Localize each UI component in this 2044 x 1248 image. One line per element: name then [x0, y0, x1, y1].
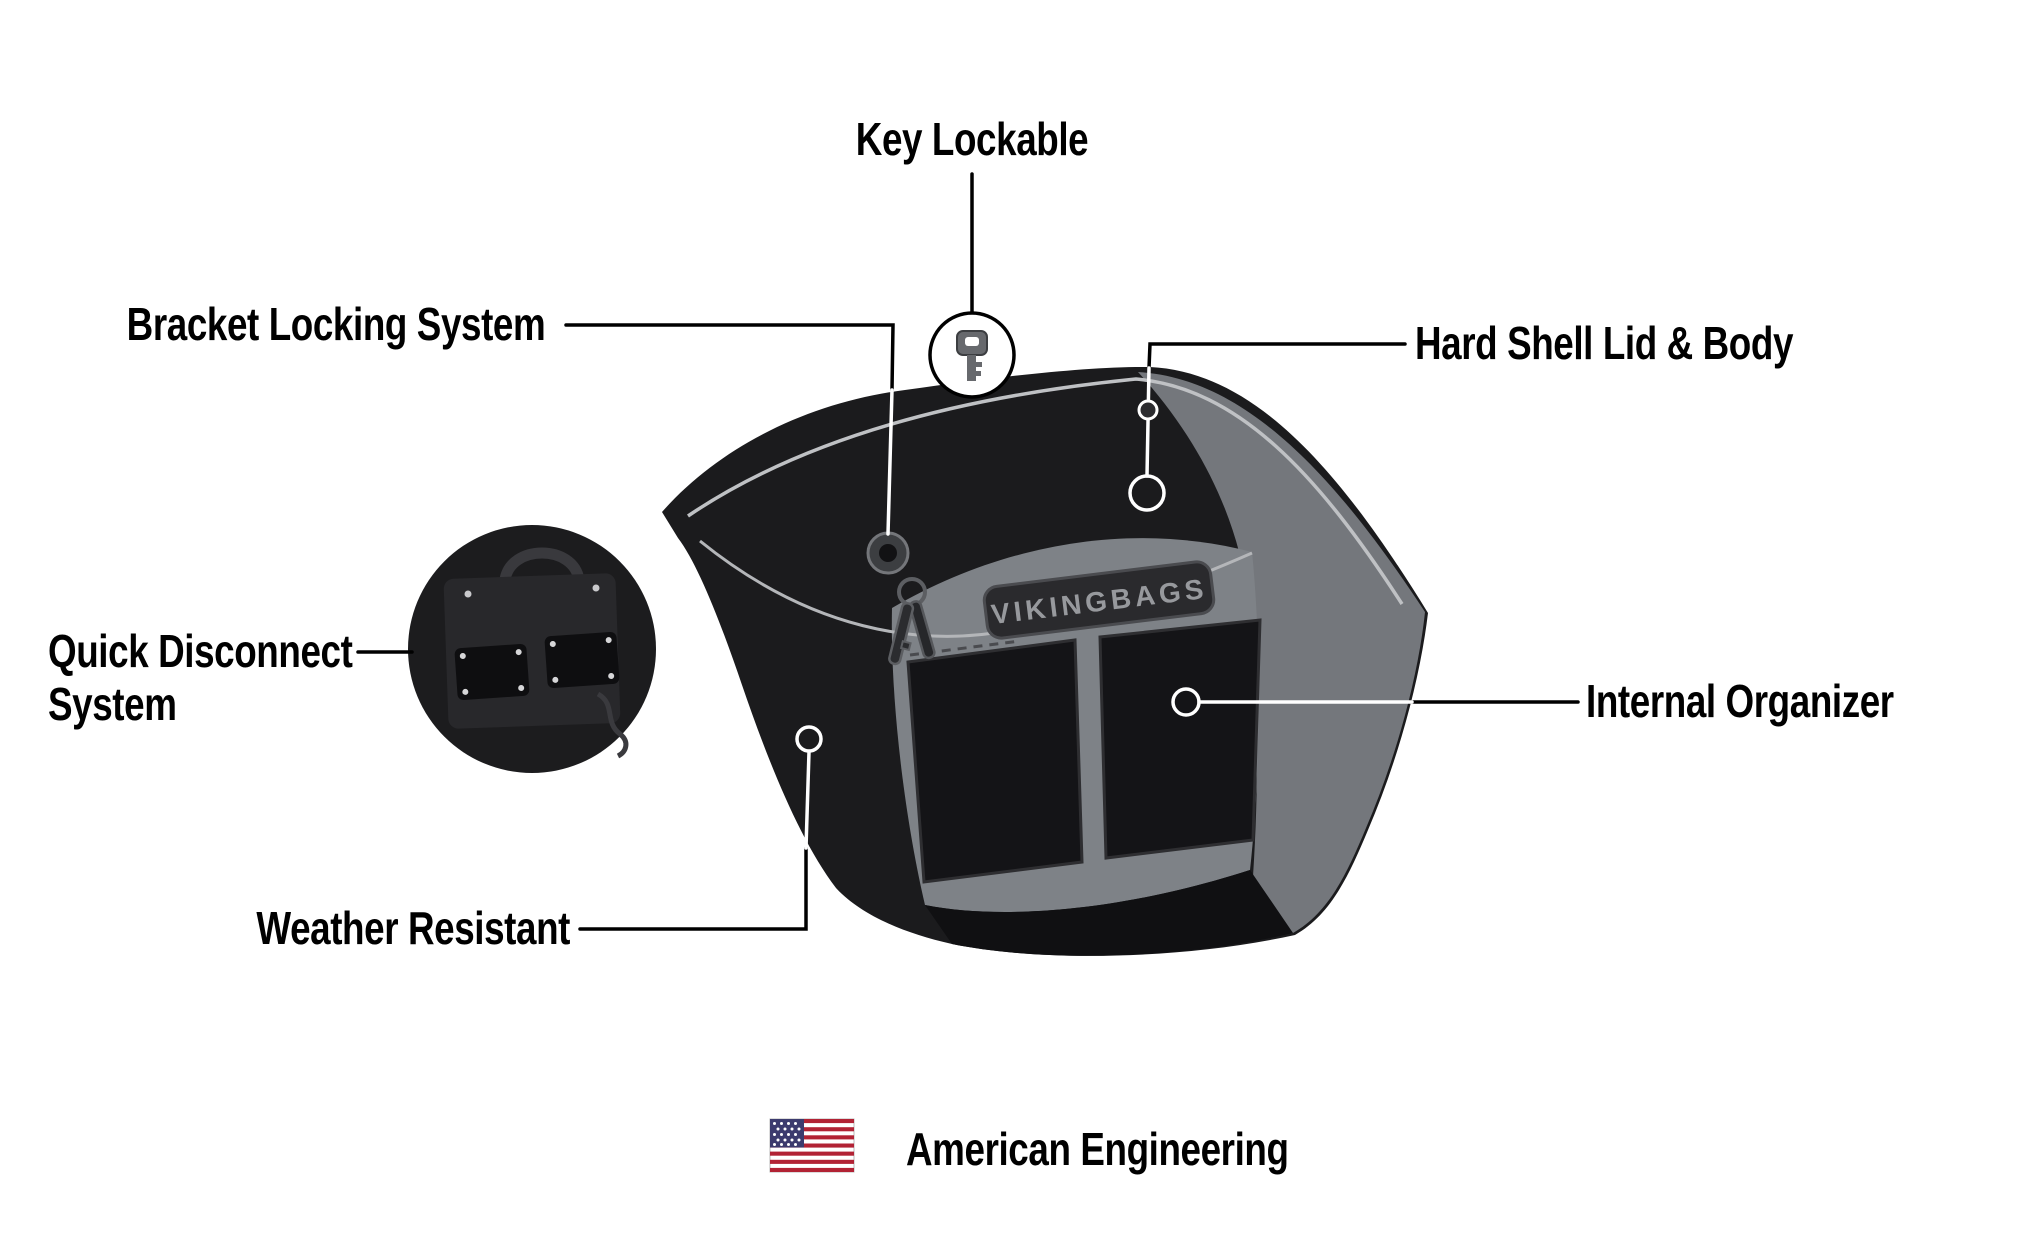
label-american-engineering: American Engineering	[906, 1123, 1289, 1175]
lock-and-keys	[866, 531, 936, 666]
inset-cable	[596, 691, 629, 759]
bag-bottom-shadow	[925, 870, 1293, 956]
callout-lines	[356, 172, 1580, 931]
lock-keyhole	[879, 544, 897, 562]
plate-rivet	[464, 590, 472, 598]
saddlebag-illustration: VIKINGBAGS	[662, 366, 1428, 956]
label-internal-organizer: Internal Organizer	[1586, 675, 1894, 727]
callout-line-hardshell-on-bag	[1145, 366, 1151, 478]
hanging-keys	[888, 600, 936, 666]
bag-lid	[1138, 372, 1425, 938]
callout-line-hardshell	[1147, 342, 1407, 370]
callout-marker-lid-body	[1128, 474, 1166, 512]
label-key-lockable: Key Lockable	[855, 113, 1089, 165]
mounting-bracket-right	[544, 631, 620, 689]
callout-marker-weather	[795, 725, 823, 753]
callout-line-weather	[578, 846, 808, 931]
label-weather-resistant: Weather Resistant	[256, 902, 570, 954]
quick-disconnect-inset	[408, 525, 656, 773]
inset-handle	[499, 547, 585, 582]
flag-stars	[773, 1122, 801, 1146]
callout-line-weather-on-bag	[804, 750, 811, 850]
us-flag-icon	[769, 1118, 855, 1173]
label-quick-disconnect-system: Quick Disconnect System	[48, 625, 353, 730]
organizer-pocket-right	[1098, 618, 1262, 860]
callout-marker-organizer	[1171, 687, 1201, 717]
lid-seam	[687, 377, 1404, 605]
callout-marker-lid-edge	[1137, 399, 1159, 421]
mounting-bracket-left	[454, 643, 530, 701]
callout-line-bracket	[564, 323, 895, 392]
key-icon	[956, 330, 988, 381]
label-hard-shell-lid-body: Hard Shell Lid & Body	[1415, 317, 1794, 369]
plate-rivet	[592, 584, 600, 592]
brand-badge: VIKINGBAGS	[982, 560, 1216, 640]
label-bracket-locking-system: Bracket Locking System	[126, 298, 545, 350]
organizer-pocket-left	[906, 638, 1084, 884]
key-lockable-badge	[928, 311, 1016, 399]
callout-line-bracket-on-bag	[886, 388, 894, 536]
